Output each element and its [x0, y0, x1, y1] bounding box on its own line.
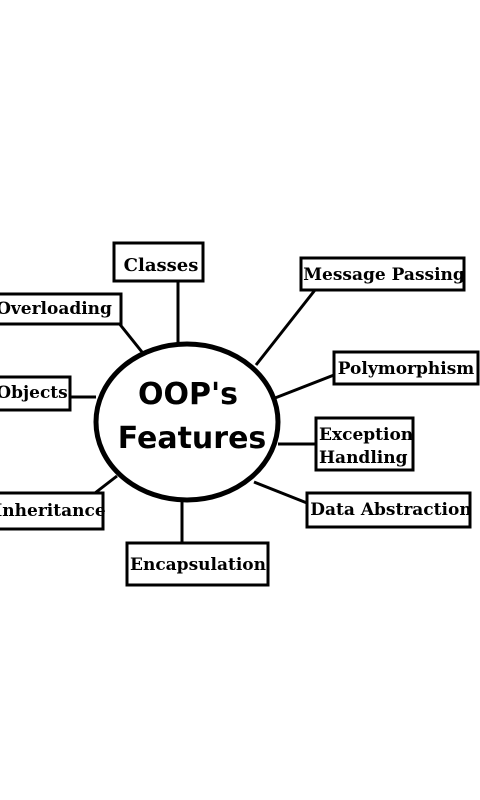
node-polymorphism-box [332, 350, 480, 386]
connector-data-abstraction [253, 480, 308, 505]
node-data-abstraction-box [305, 491, 472, 529]
connector-overloading [116, 321, 144, 353]
node-inheritance-label: Inheritance [0, 501, 106, 521]
node-encapsulation-label: Encapsulation [130, 555, 266, 575]
node-encapsulation: Encapsulation [125, 541, 270, 587]
connector-inheritance [94, 474, 118, 495]
node-exception-handling: Exception Handling [314, 416, 415, 472]
node-classes: Classes [112, 241, 205, 283]
node-message-passing: Message Passing [299, 256, 466, 292]
connector-polymorphism [274, 373, 335, 400]
center-ellipse [93, 341, 281, 503]
node-exception-handling-label-2: Handling [319, 448, 408, 468]
connector-message-passing [254, 289, 317, 366]
connectors [70, 281, 335, 543]
node-overloading: Overloading [0, 292, 123, 326]
node-polymorphism-label: Polymorphism [338, 359, 475, 379]
node-inheritance-box [0, 491, 105, 531]
node-polymorphism: Polymorphism [332, 350, 480, 386]
node-overloading-label: Overloading [0, 299, 112, 319]
center-title-line2: Features [118, 421, 267, 456]
center-title-line1: OOP's [138, 377, 238, 412]
node-objects: Objects [0, 375, 72, 412]
node-classes-label: Classes [124, 255, 199, 276]
center-node: OOP's Features [93, 341, 281, 503]
node-objects-box [0, 375, 72, 412]
node-data-abstraction-label: Data Abstraction [310, 500, 471, 520]
node-message-passing-label: Message Passing [303, 265, 465, 285]
node-exception-handling-label-1: Exception [319, 425, 413, 445]
node-message-passing-box [299, 256, 466, 292]
node-data-abstraction: Data Abstraction [305, 491, 472, 529]
node-overloading-box [0, 292, 123, 326]
node-inheritance: Inheritance [0, 491, 106, 531]
node-objects-label: Objects [0, 383, 68, 403]
node-classes-box [112, 241, 205, 283]
node-encapsulation-box [125, 541, 270, 587]
node-exception-handling-box [314, 416, 415, 472]
